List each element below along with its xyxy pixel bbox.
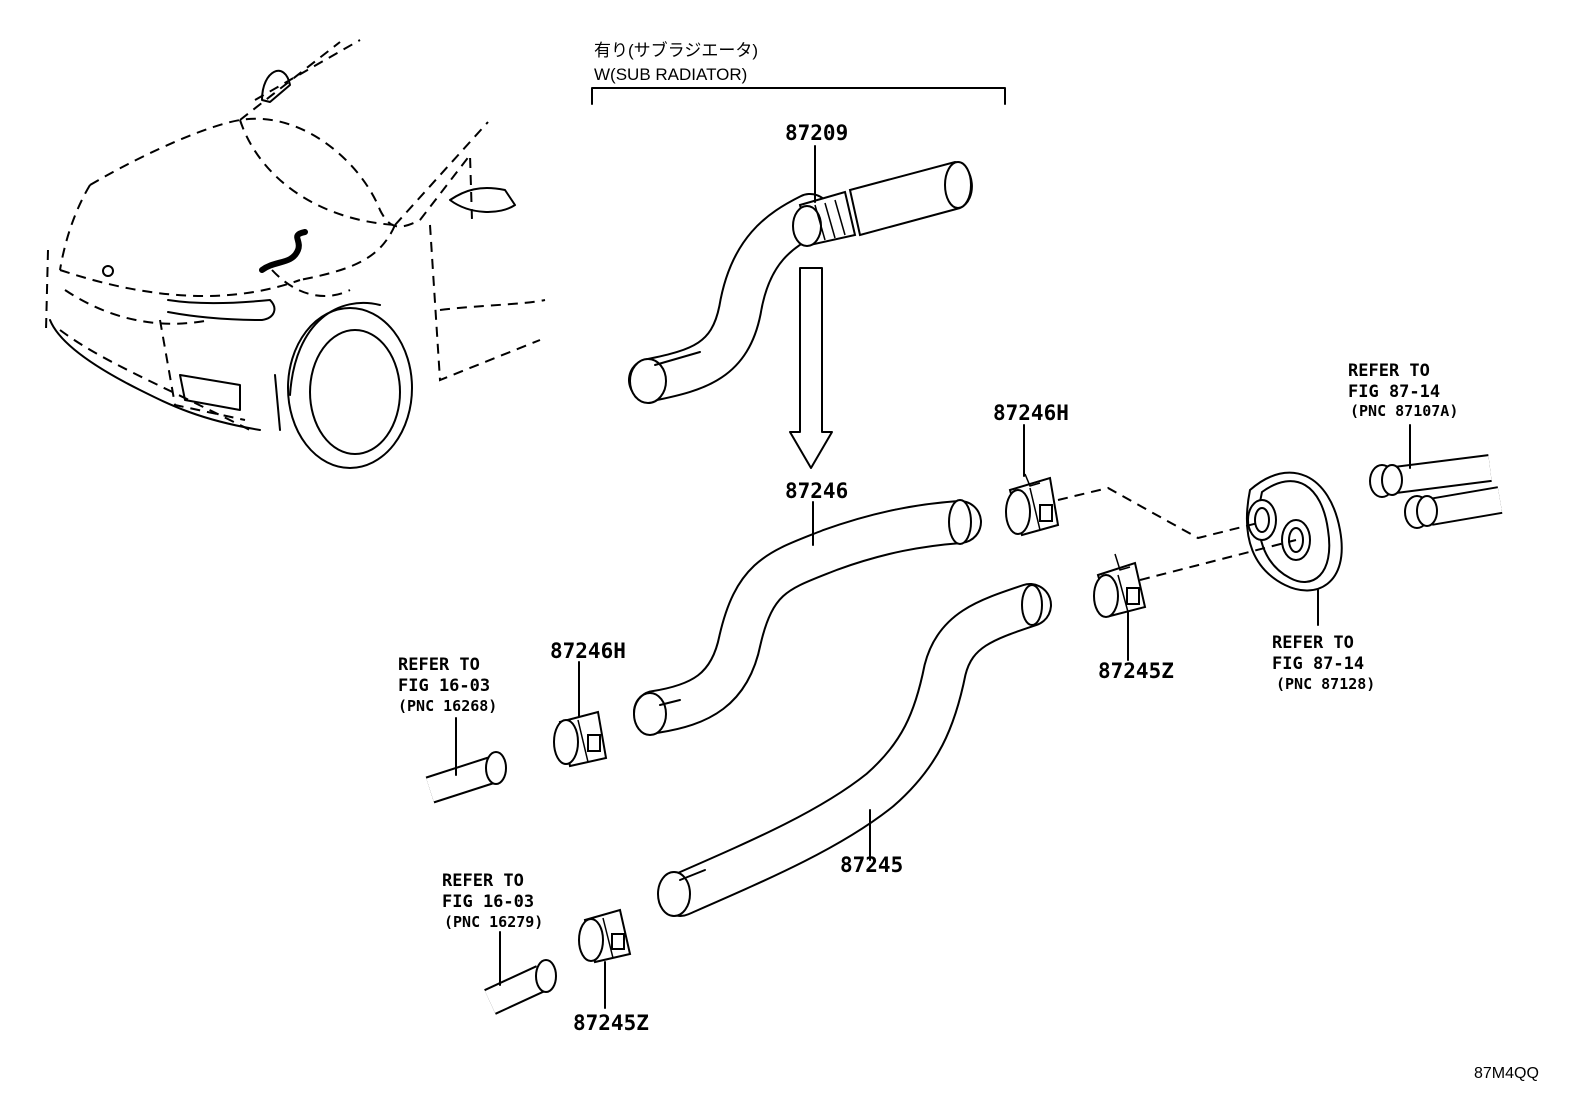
reference-87107a: REFER TO FIG 87-14 (PNC 87107A) bbox=[1348, 361, 1458, 420]
vehicle-front-illustration bbox=[45, 39, 546, 469]
ref-87107a-line1: REFER TO bbox=[1348, 361, 1430, 381]
ref-16279-line2: FIG 16-03 bbox=[442, 892, 534, 912]
ref-16268-line2: FIG 16-03 bbox=[398, 676, 490, 696]
clamp-87245z-right bbox=[1093, 553, 1147, 618]
variant-bracket bbox=[591, 87, 1006, 105]
ref-87128-line3: (PNC 87128) bbox=[1276, 675, 1375, 693]
part-87209: 87209 bbox=[785, 121, 848, 145]
diagram-code: 87M4QQ bbox=[1474, 1065, 1539, 1082]
hose-87245 bbox=[657, 583, 1052, 917]
reference-16268: REFER TO FIG 16-03 (PNC 16268) bbox=[398, 655, 497, 715]
grommet-87128 bbox=[1245, 471, 1343, 592]
part-87246h-top: 87246H bbox=[993, 401, 1069, 425]
part-87246h-left: 87246H bbox=[550, 639, 626, 663]
hose-87246 bbox=[633, 499, 982, 736]
sub-radiator-label-en: W(SUB RADIATOR) bbox=[594, 65, 747, 84]
ref-16279-line1: REFER TO bbox=[442, 871, 524, 891]
front-wheel bbox=[287, 301, 413, 469]
part-87245z-right: 87245Z bbox=[1098, 659, 1174, 683]
part-87246: 87246 bbox=[785, 479, 848, 503]
ref-87107a-line3: (PNC 87107A) bbox=[1350, 402, 1458, 420]
pipe-16279 bbox=[484, 959, 557, 1015]
reference-87128: REFER TO FIG 87-14 (PNC 87128) bbox=[1272, 633, 1375, 693]
ref-87128-line1: REFER TO bbox=[1272, 633, 1354, 653]
clamp-87245z-bottom bbox=[578, 908, 632, 964]
connection-line-top bbox=[1057, 486, 1263, 540]
hose-87209 bbox=[628, 160, 973, 404]
ref-16279-line3: (PNC 16279) bbox=[444, 913, 543, 931]
part-87245z-bottom: 87245Z bbox=[573, 1011, 649, 1035]
ref-87128-line2: FIG 87-14 bbox=[1272, 654, 1364, 674]
ref-16268-line1: REFER TO bbox=[398, 655, 480, 675]
reference-16279: REFER TO FIG 16-03 (PNC 16279) bbox=[442, 871, 543, 931]
connection-line-bottom bbox=[1139, 539, 1297, 581]
heater-pipes-87107a bbox=[1369, 454, 1503, 529]
replacement-arrow bbox=[789, 267, 833, 469]
clamp-87246h-top bbox=[1005, 473, 1060, 537]
part-87245: 87245 bbox=[840, 853, 903, 877]
ref-16268-line3: (PNC 16268) bbox=[398, 697, 497, 715]
clamp-87246h-left bbox=[553, 710, 608, 768]
ref-87107a-line2: FIG 87-14 bbox=[1348, 382, 1440, 402]
sub-radiator-label-jp: 有り(サブラジエータ) bbox=[594, 40, 758, 60]
pipe-16268 bbox=[425, 751, 507, 804]
